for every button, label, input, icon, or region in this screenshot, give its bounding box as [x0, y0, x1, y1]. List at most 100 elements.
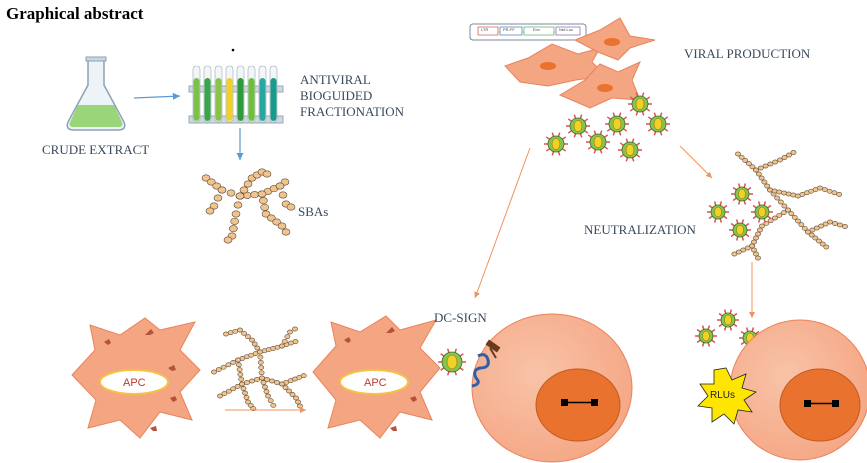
sba-bead — [257, 190, 267, 198]
sba-bead — [229, 225, 238, 233]
label-viral-production: VIRAL PRODUCTION — [684, 46, 811, 61]
apc-cell-right — [312, 315, 441, 439]
sba-bead — [287, 329, 293, 335]
apc-cell-left — [71, 317, 201, 439]
sba-bead — [300, 373, 307, 379]
virus-particle — [646, 112, 670, 136]
label-line: ANTIVIRAL — [300, 72, 371, 87]
virus-particle — [628, 92, 652, 116]
arrow-to-neutralization — [679, 145, 713, 179]
sba-bead — [277, 222, 287, 230]
sba-bead — [217, 186, 227, 194]
rlu-starburst-icon — [697, 367, 757, 425]
sba-bead — [231, 210, 241, 218]
sba-bead — [759, 223, 765, 229]
sba-bead — [209, 202, 219, 210]
sba-bead — [831, 190, 838, 196]
sba-bead — [774, 195, 781, 201]
sba-bead — [767, 161, 774, 167]
sba-bead — [751, 247, 757, 253]
target-cell-middle — [471, 313, 633, 463]
test-tube-liquid — [248, 78, 255, 121]
sba-bead — [235, 362, 242, 368]
test-tube-liquid — [259, 78, 266, 121]
label-rlus: RLUs — [710, 390, 736, 401]
sba-bead — [772, 215, 778, 221]
label-apc-right: APC — [364, 377, 387, 389]
sba-bead — [776, 212, 783, 218]
sba-molecule-icon — [201, 168, 296, 244]
sba-bead — [286, 203, 296, 211]
sba-bead — [235, 192, 245, 200]
sba-bead — [777, 157, 783, 163]
sba-bead — [238, 376, 245, 382]
sba-bead — [791, 214, 798, 220]
sba-bead — [245, 399, 251, 405]
sba-bead — [230, 386, 237, 392]
plasmid-segment-env: Env — [533, 27, 540, 32]
virus-particle — [707, 201, 729, 223]
sba-bead — [230, 217, 239, 225]
sba-bead — [757, 165, 764, 171]
sba-bead — [777, 199, 784, 205]
sba-bead — [269, 378, 275, 384]
sba-bead — [812, 235, 819, 241]
virus-particle — [731, 183, 753, 205]
sba-bead — [764, 183, 771, 189]
test-tube-liquid — [237, 78, 244, 121]
dc-sign-receptor — [471, 339, 501, 388]
sba-bead — [247, 402, 254, 408]
test-tube-liquid — [204, 78, 211, 121]
arrow-to-fractionation — [133, 92, 181, 100]
sba-bead — [223, 236, 233, 244]
sba-bead — [279, 343, 285, 349]
sba-bead — [836, 192, 843, 197]
label-antiviral-fractionation: ANTIVIRAL BIOGUIDED FRACTIONATION — [300, 72, 404, 120]
sba-bead — [837, 222, 843, 228]
sba-bead — [781, 155, 788, 160]
virus-particle — [717, 309, 739, 331]
sba-bead — [817, 185, 823, 191]
sba-bead — [236, 367, 243, 372]
sba-bead — [217, 393, 223, 399]
sba-bead — [267, 398, 274, 404]
sba-bead — [249, 337, 255, 343]
virus-particle — [544, 132, 568, 156]
test-tube-liquid — [226, 78, 233, 121]
sba-bead — [284, 334, 291, 340]
sba-bead — [259, 375, 265, 381]
label-dc-sign: DC-SIGN — [434, 310, 487, 325]
sba-bead — [826, 188, 833, 194]
virus-particle — [695, 325, 717, 347]
sba-bead — [279, 381, 285, 387]
sba-bead — [753, 251, 759, 257]
sba-bead — [772, 159, 779, 165]
sba-bead — [788, 211, 795, 217]
arrow-to-dc-sign — [474, 147, 531, 299]
virus-particle — [438, 348, 466, 376]
sba-bead — [735, 151, 741, 157]
sba-bead — [260, 203, 269, 211]
sba-bead — [808, 232, 815, 238]
sba-bead — [239, 381, 245, 387]
sba-bead — [785, 207, 791, 213]
sba-bead — [240, 386, 247, 391]
sba-bead — [211, 369, 217, 375]
label-apc-left: APC — [123, 377, 146, 389]
sba-bead — [762, 163, 769, 169]
sba-bead — [257, 354, 264, 360]
test-tube-liquid — [193, 78, 200, 121]
sba-bead — [233, 201, 243, 209]
sba-bead — [235, 357, 241, 363]
sba-bead — [237, 372, 244, 377]
virus-particle — [729, 219, 751, 241]
sba-bead — [786, 152, 792, 158]
sba-bead — [293, 395, 299, 401]
sba-bead — [244, 380, 250, 385]
sba-bead — [801, 225, 808, 231]
sba-bead — [245, 334, 251, 340]
sba-bead — [213, 194, 223, 202]
sba-bead — [823, 244, 830, 250]
plasmid-construct — [469, 23, 587, 41]
target-cell-right — [729, 319, 867, 461]
